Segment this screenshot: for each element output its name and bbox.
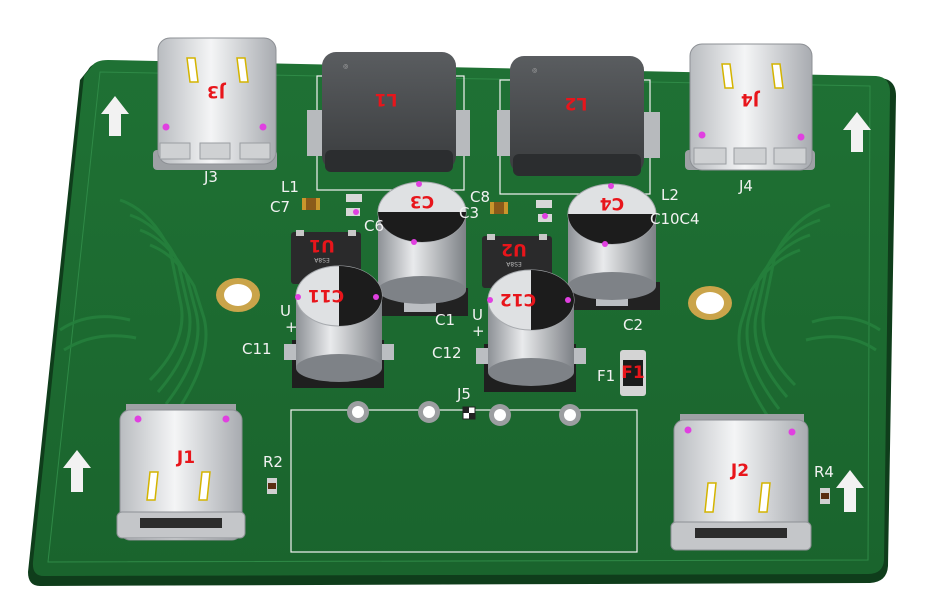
usb-c-connector-j4: J4 — [685, 43, 815, 171]
inductor-l2: ◎ L2 — [497, 56, 660, 176]
mounting-hole-right — [688, 286, 732, 320]
j4-body-label: J4 — [741, 89, 760, 109]
silkscreen-labels: J3 J4 L1 L2 C7 C6 C3 C8 C10C4 U + U + C1… — [203, 168, 834, 481]
label-c11: C11 — [242, 340, 272, 358]
f1-body-label: F1 — [621, 363, 644, 383]
c11-body-label: C11 — [308, 285, 344, 305]
electrolytic-capacitor-c4: C4 — [567, 183, 660, 310]
usb-c-connector-j3: J3 — [153, 37, 277, 170]
j2-body-label: J2 — [730, 461, 749, 481]
arrow-up-icon — [63, 450, 91, 492]
electrolytic-capacitor-c11: C11 — [284, 265, 394, 388]
l2-brand-mark: ◎ — [532, 67, 537, 74]
label-r2: R2 — [263, 453, 283, 471]
label-u1: U — [280, 302, 291, 320]
label-r4: R4 — [814, 463, 834, 481]
smd-small-parts — [267, 194, 830, 504]
j1-body-label: J1 — [176, 448, 195, 468]
copper-traces — [59, 198, 881, 422]
label-c3: C3 — [459, 204, 479, 222]
u2-body-label: U2 — [501, 239, 527, 259]
usb-c-connector-j2: J2 — [670, 414, 812, 551]
label-c7: C7 — [270, 198, 290, 216]
c12-body-label: C12 — [500, 289, 536, 309]
label-c6: C6 — [364, 217, 384, 235]
label-j3: J3 — [203, 168, 218, 186]
arrow-up-icon — [836, 470, 864, 512]
l1-brand-mark: ◎ — [343, 63, 348, 70]
inductor-l1: ◎ L1 — [307, 52, 470, 172]
label-u2-plus: + — [472, 322, 485, 340]
electrolytic-capacitor-c3: C3 — [377, 181, 468, 316]
label-c1: C1 — [435, 311, 455, 329]
label-c2: C2 — [623, 316, 643, 334]
u1-marking: ES8A — [313, 256, 329, 263]
label-c8: C8 — [470, 188, 490, 206]
label-u2: U — [472, 306, 483, 324]
arrow-up-icon — [843, 112, 871, 152]
u1-body-label: U1 — [309, 235, 335, 255]
j3-body-label: J3 — [207, 81, 226, 101]
c4-body-label: C4 — [600, 193, 624, 213]
label-j5: J5 — [456, 385, 471, 403]
usb-c-connector-j1: J1 — [116, 404, 246, 541]
u2-marking: ES8A — [505, 260, 521, 267]
arrow-up-icon — [101, 96, 129, 136]
label-c12: C12 — [432, 344, 462, 362]
label-l1: L1 — [281, 178, 299, 196]
label-f1: F1 — [597, 367, 615, 385]
c3-body-label: C3 — [410, 191, 434, 211]
header-j5-pads — [347, 401, 581, 426]
label-l2: L2 — [661, 186, 679, 204]
label-j4: J4 — [738, 177, 753, 195]
electrolytic-capacitor-c12: C12 — [476, 269, 586, 392]
mounting-hole-left — [216, 278, 260, 312]
l2-body-label: L2 — [565, 93, 588, 113]
label-u1-plus: + — [285, 318, 298, 336]
label-c10c4: C10C4 — [650, 210, 700, 228]
fuse-f1: F1 — [620, 350, 646, 396]
l1-body-label: L1 — [375, 89, 398, 109]
